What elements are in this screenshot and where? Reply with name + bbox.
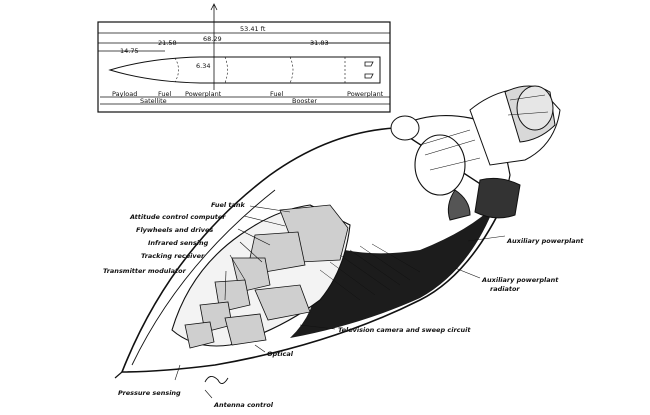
label-flywheels: Flywheels and drives [136,226,213,234]
label-pressure: Pressure sensing [118,389,181,397]
nozzle-shapes [364,61,374,79]
underside-shadow [290,205,495,338]
label-fuel-tank: Fuel tank [211,201,245,209]
dim-68: 68.29 [203,35,222,43]
side-profile-schematic: 53.41 ft 68.29 21.58 31.83 14.75 6.34 Pa… [97,3,391,113]
internal-components [184,204,349,349]
transmitter-block [184,321,215,349]
label-aux-radiator-1: Auxiliary powerplant [481,276,559,284]
sec-powerplant2: Powerplant [347,90,384,98]
engine-details [419,94,549,171]
sec-powerplant1: Powerplant [185,90,222,98]
sec-fuel2: Fuel [270,90,284,98]
antenna-icon [204,376,229,384]
label-infrared: Infrared sensing [148,239,209,247]
hatching [319,243,421,301]
label-aux-radiator-2: radiator [490,285,520,293]
nose-tip [114,371,123,379]
label-tracking: Tracking receiver [141,252,205,260]
cutaway-illustration [114,85,561,384]
sec-payload: Payload [112,90,137,98]
dim-total: 53.41 ft [240,25,266,33]
upper-dome [390,115,420,141]
vehicle-side-outline [108,56,381,84]
schematic-frame [97,21,391,113]
cone-inner-edge [131,189,276,366]
dim-14: 14.75 [120,47,139,55]
grp-satellite: Satellite [140,97,167,105]
label-transmitter: Transmitter modulator [103,267,187,275]
callout-leaders [174,205,506,399]
dim-21: 21.58 [158,39,177,47]
label-television: Television camera and sweep circuit [338,326,471,334]
optical-block [224,313,267,346]
label-antenna: Antenna control [213,401,274,409]
marker-arrow-icon [210,3,218,11]
dim-6: 6.34 [196,62,210,70]
label-attitude: Attitude control computer [129,213,226,221]
grp-booster: Booster [292,97,317,105]
section-dividers [174,56,346,84]
camera-block [254,284,311,321]
label-optical: Optical [267,350,294,358]
round-tank [414,134,466,196]
sec-fuel1: Fuel [158,90,172,98]
label-aux-powerplant: Auxiliary powerplant [506,237,584,245]
dim-31: 31.83 [310,39,329,47]
engine-assembly [447,85,561,221]
